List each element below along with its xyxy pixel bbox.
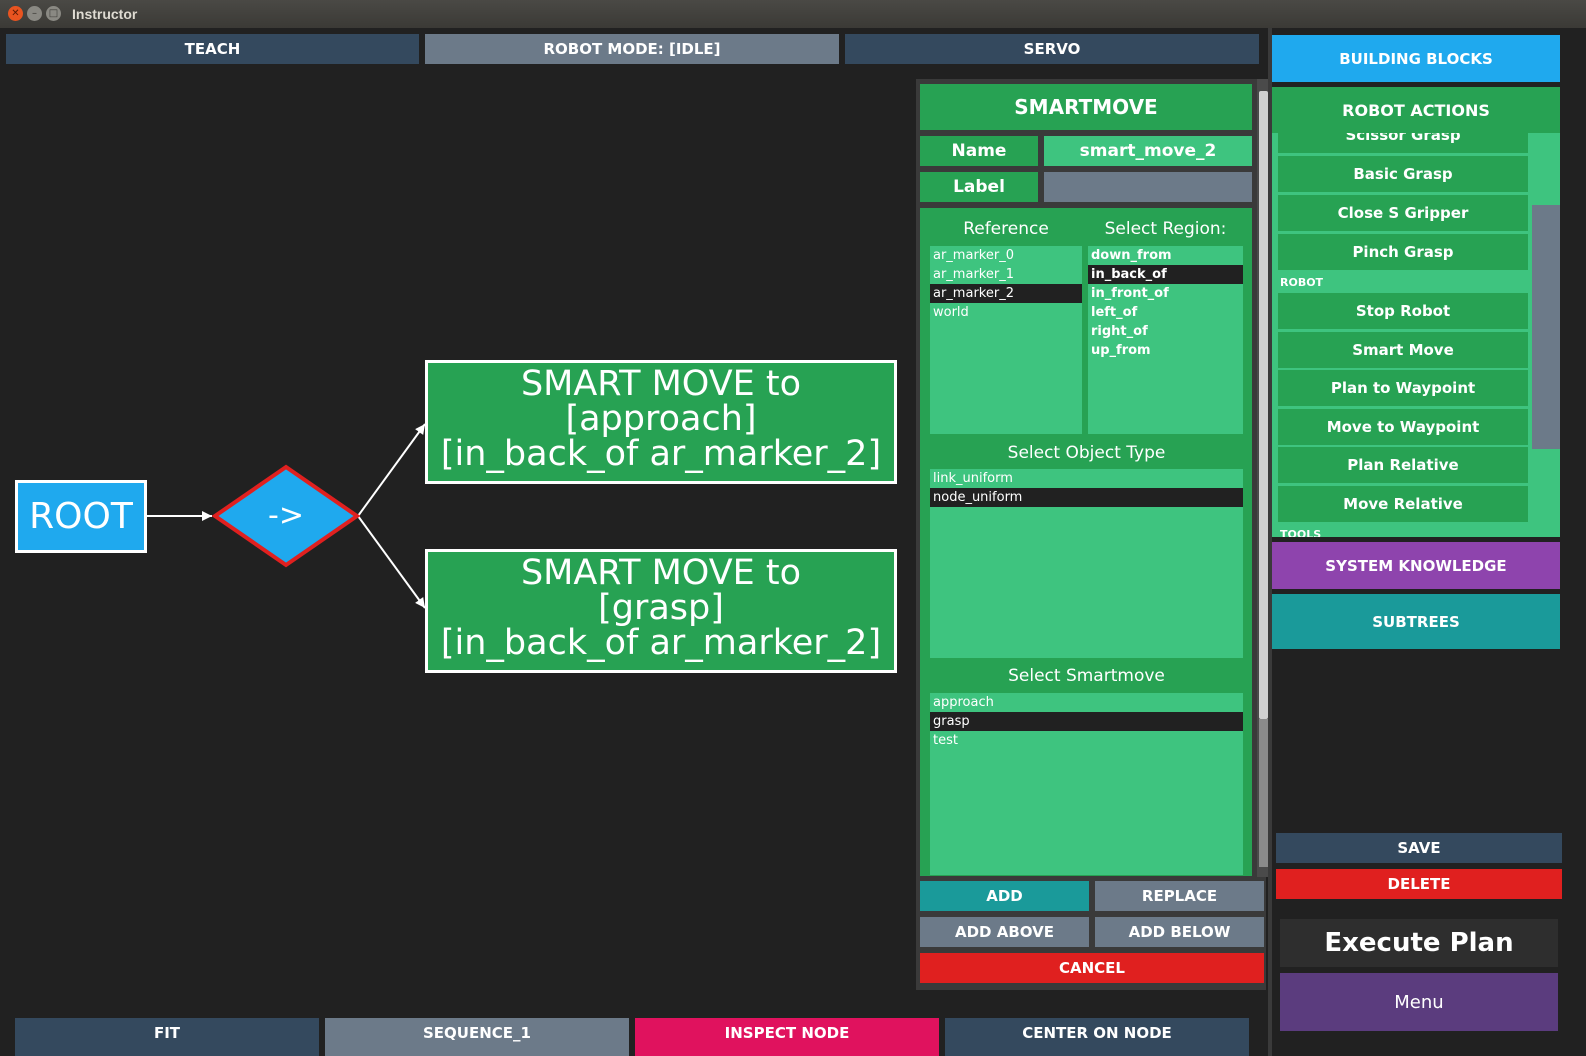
label-field[interactable] <box>1044 172 1252 202</box>
robot-actions-header[interactable]: ROBOT ACTIONS <box>1272 87 1560 133</box>
list-item[interactable]: Plan Relative <box>1278 447 1528 483</box>
servo-button[interactable]: SERVO <box>845 34 1259 64</box>
node-line: [in_back_of ar_marker_2] <box>440 623 882 663</box>
cancel-button[interactable]: CANCEL <box>920 953 1264 983</box>
fit-button[interactable]: FIT <box>15 1018 319 1056</box>
robot-actions-scrollbar[interactable] <box>1532 205 1560 449</box>
list-item[interactable]: Basic Grasp <box>1278 156 1528 192</box>
list-item[interactable]: in_front_of <box>1091 286 1169 301</box>
panel-title: SMARTMOVE <box>920 84 1252 130</box>
node-line: SMART MOVE to <box>520 364 802 404</box>
list-item[interactable]: approach <box>933 695 994 710</box>
list-item[interactable]: test <box>933 733 958 748</box>
sequence-button[interactable]: SEQUENCE_1 <box>325 1018 629 1056</box>
smart-move-node-grasp[interactable]: SMART MOVE to [grasp] [in_back_of ar_mar… <box>425 549 897 673</box>
list-item[interactable]: down_from <box>1091 248 1172 263</box>
replace-button[interactable]: REPLACE <box>1095 881 1264 911</box>
panel-scrollbar-thumb[interactable] <box>1259 91 1268 719</box>
graph-canvas[interactable] <box>0 66 912 1006</box>
name-field[interactable]: smart_move_2 <box>1044 136 1252 166</box>
reference-list[interactable]: ar_marker_0 ar_marker_1 ar_marker_2 worl… <box>930 246 1082 434</box>
list-item[interactable]: ar_marker_2 <box>930 284 1082 303</box>
window-title: Instructor <box>72 6 138 22</box>
robot-section-label: ROBOT <box>1280 276 1324 289</box>
list-item[interactable]: Plan to Waypoint <box>1278 370 1528 406</box>
menu-button[interactable]: Menu <box>1280 973 1558 1031</box>
list-item[interactable]: Move Relative <box>1278 486 1528 522</box>
teach-button[interactable]: TEACH <box>6 34 419 64</box>
edge-sequence-to-node-1 <box>357 423 426 517</box>
sequence-symbol: -> <box>268 497 304 533</box>
node-line: SMART MOVE to <box>520 553 802 593</box>
sidebar-divider <box>1268 28 1272 1056</box>
object-type-list[interactable]: link_uniform node_uniform <box>930 469 1243 658</box>
list-item[interactable]: up_from <box>1091 343 1151 358</box>
smart-move-node-approach[interactable]: SMART MOVE to [approach] [in_back_of ar_… <box>425 360 897 484</box>
center-on-node-button[interactable]: CENTER ON NODE <box>945 1018 1249 1056</box>
list-item[interactable]: Close S Gripper <box>1278 195 1528 231</box>
add-below-button[interactable]: ADD BELOW <box>1095 917 1264 947</box>
inspect-node-button[interactable]: INSPECT NODE <box>635 1018 939 1056</box>
edge-sequence-to-node-2 <box>357 515 426 609</box>
name-label: Name <box>920 136 1038 166</box>
list-item[interactable]: world <box>933 305 969 320</box>
list-item[interactable]: in_back_of <box>1088 265 1243 284</box>
close-window-icon[interactable]: ✕ <box>8 6 23 21</box>
node-line: [approach] <box>565 399 757 439</box>
execute-plan-button[interactable]: Execute Plan <box>1280 919 1558 967</box>
list-item[interactable]: link_uniform <box>933 471 1013 486</box>
label-label: Label <box>920 172 1038 202</box>
system-knowledge-button[interactable]: SYSTEM KNOWLEDGE <box>1272 542 1560 589</box>
smartmove-list[interactable]: approach grasp test <box>930 693 1243 875</box>
save-button[interactable]: SAVE <box>1276 833 1562 863</box>
list-item[interactable]: grasp <box>930 712 1243 731</box>
object-type-header: Select Object Type <box>1007 443 1166 463</box>
list-item[interactable]: right_of <box>1091 324 1148 339</box>
region-list[interactable]: down_from in_back_of in_front_of left_of… <box>1088 246 1243 434</box>
list-item[interactable]: ar_marker_0 <box>933 248 1014 263</box>
panel-scrollbar-track <box>1259 719 1268 867</box>
robot-mode-button[interactable]: ROBOT MODE: [IDLE] <box>425 34 839 64</box>
robot-actions-list[interactable]: Scissor Grasp Basic Grasp Close S Grippe… <box>1272 133 1560 537</box>
list-item[interactable]: Smart Move <box>1278 332 1528 368</box>
region-header: Select Region: <box>1104 219 1227 239</box>
building-blocks-button[interactable]: BUILDING BLOCKS <box>1272 35 1560 82</box>
panel-scrollbar[interactable] <box>1257 79 1270 877</box>
minimize-window-icon[interactable]: – <box>27 6 42 21</box>
add-above-button[interactable]: ADD ABOVE <box>920 917 1089 947</box>
list-item[interactable]: node_uniform <box>930 488 1243 507</box>
subtrees-button[interactable]: SUBTREES <box>1272 594 1560 649</box>
reference-header: Reference <box>963 219 1049 239</box>
root-node[interactable]: ROOT <box>15 480 147 553</box>
list-item[interactable]: ar_marker_1 <box>933 267 1014 282</box>
node-line: [in_back_of ar_marker_2] <box>440 434 882 474</box>
list-item[interactable]: Move to Waypoint <box>1278 409 1528 445</box>
list-item[interactable]: Pinch Grasp <box>1278 234 1528 270</box>
add-button[interactable]: ADD <box>920 881 1089 911</box>
delete-button[interactable]: DELETE <box>1276 869 1562 899</box>
maximize-window-icon[interactable]: □ <box>46 6 61 21</box>
list-item[interactable]: Stop Robot <box>1278 293 1528 329</box>
tools-section-label: TOOLS <box>1280 528 1322 537</box>
smartmove-header: Select Smartmove <box>1008 666 1165 686</box>
node-line: [grasp] <box>598 588 724 628</box>
list-item[interactable]: left_of <box>1091 305 1138 320</box>
list-item[interactable]: Scissor Grasp <box>1278 133 1528 153</box>
window-titlebar: ✕ – □ Instructor <box>0 0 1586 28</box>
sequence-node[interactable] <box>212 464 360 568</box>
